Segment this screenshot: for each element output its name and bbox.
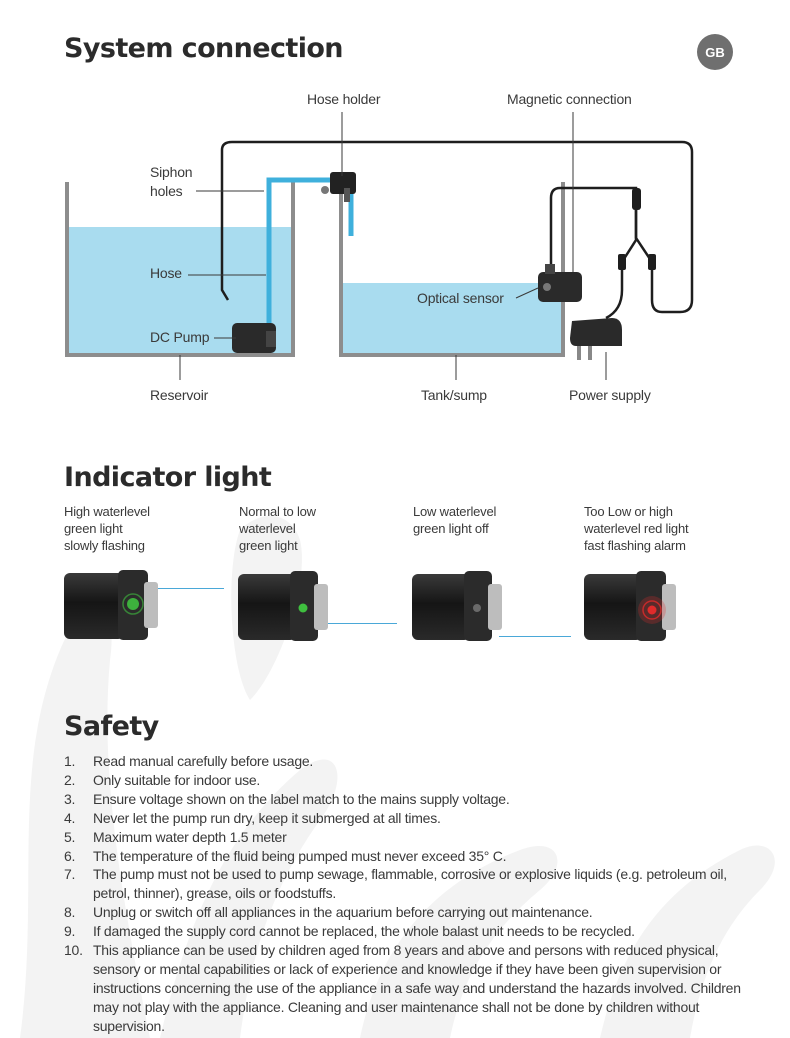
safety-list: 1. Read manual carefully before usage. 2.… xyxy=(64,752,744,1036)
safety-item: 5. Maximum water depth 1.5 meter xyxy=(64,828,744,847)
label-reservoir: Reservoir xyxy=(150,387,209,403)
indicator-label-alarm: Too Low or high waterlevel red light fas… xyxy=(584,504,689,553)
label-siphon: Siphon xyxy=(150,164,193,180)
sensor-normal-waterlevel xyxy=(238,571,328,641)
label-dc-pump: DC Pump xyxy=(150,329,210,345)
safety-item: 2. Only suitable for indoor use. xyxy=(64,771,744,790)
safety-item-text: Ensure voltage shown on the label match … xyxy=(93,790,510,807)
indicator-light xyxy=(298,603,308,613)
dc-pump-device xyxy=(232,323,276,353)
language-badge: GB xyxy=(697,34,733,70)
safety-item-text: If damaged the supply cord cannot be rep… xyxy=(93,923,635,940)
indicator-connector-1 xyxy=(150,588,224,589)
indicator-light xyxy=(473,604,481,612)
power-supply-device xyxy=(570,318,622,360)
indicator-light xyxy=(647,605,657,615)
indicator-light xyxy=(127,598,139,610)
safety-item-number: 4. xyxy=(64,809,76,826)
optical-sensor-device xyxy=(538,264,582,302)
safety-item: 1. Read manual carefully before usage. xyxy=(64,752,744,771)
safety-item-number: 7. xyxy=(64,866,76,883)
system-connection-heading: System connection xyxy=(64,33,344,64)
safety-item-text: The pump must not be used to pump sewage… xyxy=(93,866,727,902)
safety-item: 6. The temperature of the fluid being pum… xyxy=(64,847,744,866)
tank-sump xyxy=(339,182,565,357)
safety-item-number: 5. xyxy=(64,828,76,845)
label-power-supply: Power supply xyxy=(569,387,651,403)
safety-item: 4. Never let the pump run dry, keep it su… xyxy=(64,809,744,828)
safety-item-number: 1. xyxy=(64,753,76,769)
safety-item-text: Only suitable for indoor use. xyxy=(93,771,261,788)
label-optical-sensor: Optical sensor xyxy=(417,290,504,306)
safety-item-number: 2. xyxy=(64,771,76,788)
label-siphon-holes: holes xyxy=(150,183,183,199)
sensor-low-waterlevel xyxy=(412,571,502,641)
indicator-label-low: Low waterlevel green light off xyxy=(413,504,497,536)
indicator-label-normal: Normal to low waterlevel green light xyxy=(239,504,316,553)
safety-item-number: 8. xyxy=(64,904,76,921)
label-magnetic-connection: Magnetic connection xyxy=(507,91,632,107)
sensor-high-waterlevel xyxy=(64,570,158,640)
safety-item-text: Never let the pump run dry, keep it subm… xyxy=(93,809,441,826)
hose-holder-device xyxy=(321,172,356,202)
indicator-light-heading: Indicator light xyxy=(64,462,272,493)
label-hose-holder: Hose holder xyxy=(307,91,381,107)
safety-item-number: 3. xyxy=(64,790,76,807)
indicator-label-high: High waterlevel green light slowly flash… xyxy=(64,504,150,553)
tank-water xyxy=(341,283,563,353)
safety-item: 10. This appliance can be used by childre… xyxy=(64,941,744,1036)
system-connection-diagram xyxy=(65,112,694,380)
safety-item-text: Read manual carefully before usage. xyxy=(93,753,314,769)
safety-heading: Safety xyxy=(64,711,159,742)
label-hose: Hose xyxy=(150,265,182,281)
safety-item: 7. The pump must not be used to pump sewa… xyxy=(64,865,744,903)
safety-item-number: 6. xyxy=(64,847,76,864)
safety-item-number: 9. xyxy=(64,923,76,940)
safety-item-text: This appliance can be used by children a… xyxy=(93,942,741,1034)
safety-item: 3. Ensure voltage shown on the label matc… xyxy=(64,790,744,809)
safety-item: 9. If damaged the supply cord cannot be r… xyxy=(64,922,744,941)
indicator-connector-2 xyxy=(325,623,397,624)
safety-item-number: 10. xyxy=(64,942,83,959)
sensor-alarm-waterlevel xyxy=(584,571,676,641)
safety-item-text: Unplug or switch off all appliances in t… xyxy=(93,904,593,921)
label-tank-sump: Tank/sump xyxy=(421,387,487,403)
safety-item-text: The temperature of the fluid being pumpe… xyxy=(93,847,507,864)
indicator-connector-3 xyxy=(499,636,571,637)
safety-item: 8. Unplug or switch off all appliances in… xyxy=(64,903,744,922)
safety-item-text: Maximum water depth 1.5 meter xyxy=(93,828,287,845)
cable xyxy=(220,140,694,314)
